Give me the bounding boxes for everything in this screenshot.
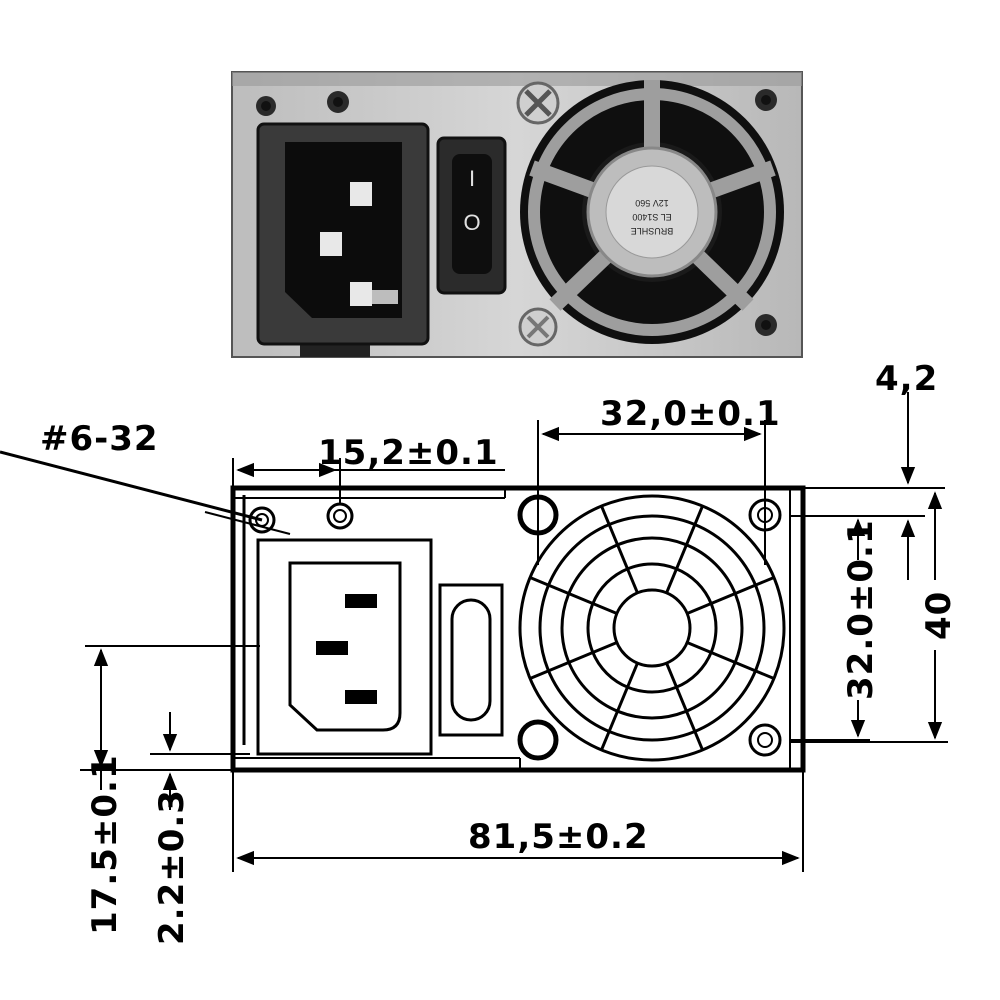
fan-icon: BRUSHLE EL S1400 12V 560	[520, 80, 784, 344]
fan-label-line-2: EL S1400	[632, 212, 671, 222]
plate-top-edge	[232, 72, 802, 86]
grille-spoke	[686, 641, 775, 680]
switch-off-mark: O	[463, 210, 480, 235]
screw-hole-icon	[748, 723, 782, 757]
mount-hole-icon	[755, 314, 777, 336]
fan-label-line-1: BRUSHLE	[631, 226, 674, 236]
grille-spoke	[686, 576, 775, 615]
mount-hole-icon	[256, 96, 276, 116]
dim-fan-hole-spacing-h: 32,0±0.1	[600, 394, 781, 434]
mount-hole-icon	[755, 89, 777, 111]
screw-head-icon	[518, 307, 558, 347]
inlet-pin-icon	[345, 594, 377, 608]
screw-head-icon	[516, 81, 560, 125]
dim-left-vertical-b: 2.2±0.3	[152, 789, 192, 945]
grille-spoke	[600, 505, 639, 594]
dim-height: 40	[919, 591, 959, 640]
grille-spoke	[665, 505, 704, 594]
fan-label-line-3: 12V 560	[635, 198, 669, 208]
plate-bottom-tab	[300, 345, 370, 357]
dim-inlet-offset: 15,2±0.1	[318, 433, 499, 473]
psu-photo: I O BRUSHLE EL S1400 12V 560	[231, 71, 803, 358]
switch-outline	[438, 583, 504, 737]
dim-top-offset: 4,2	[875, 359, 938, 399]
inlet-pin-icon	[316, 641, 348, 655]
fan-corner-hole	[517, 719, 559, 761]
dim-width: 81,5±0.2	[468, 817, 649, 857]
fan-grille-icon	[518, 494, 786, 762]
inlet-socket-outline	[288, 561, 402, 732]
mount-hole-icon	[327, 91, 349, 113]
inlet-pin-icon	[345, 690, 377, 704]
switch-rocker-outline	[450, 598, 492, 722]
leader-line	[0, 450, 263, 522]
grille-spoke	[665, 662, 704, 751]
power-inlet-icon	[256, 122, 430, 346]
grille-spoke	[529, 641, 618, 680]
dim-fan-hole-spacing-v: 32.0±0.1	[841, 519, 881, 700]
power-switch-icon: I O	[436, 136, 507, 295]
grille-spoke	[529, 576, 618, 615]
drawing-outline	[230, 485, 806, 773]
dim-left-vertical-a: 17.5±0.1	[85, 754, 125, 935]
switch-on-mark: I	[469, 166, 475, 191]
screw-hole-icon	[326, 502, 354, 530]
dim-screw-thread: #6-32	[40, 419, 159, 459]
grille-spoke	[600, 662, 639, 751]
technical-drawing: #6-32 15,2±0.1 32,0±0.1 4,2 32.0±0.1 40	[0, 359, 959, 945]
